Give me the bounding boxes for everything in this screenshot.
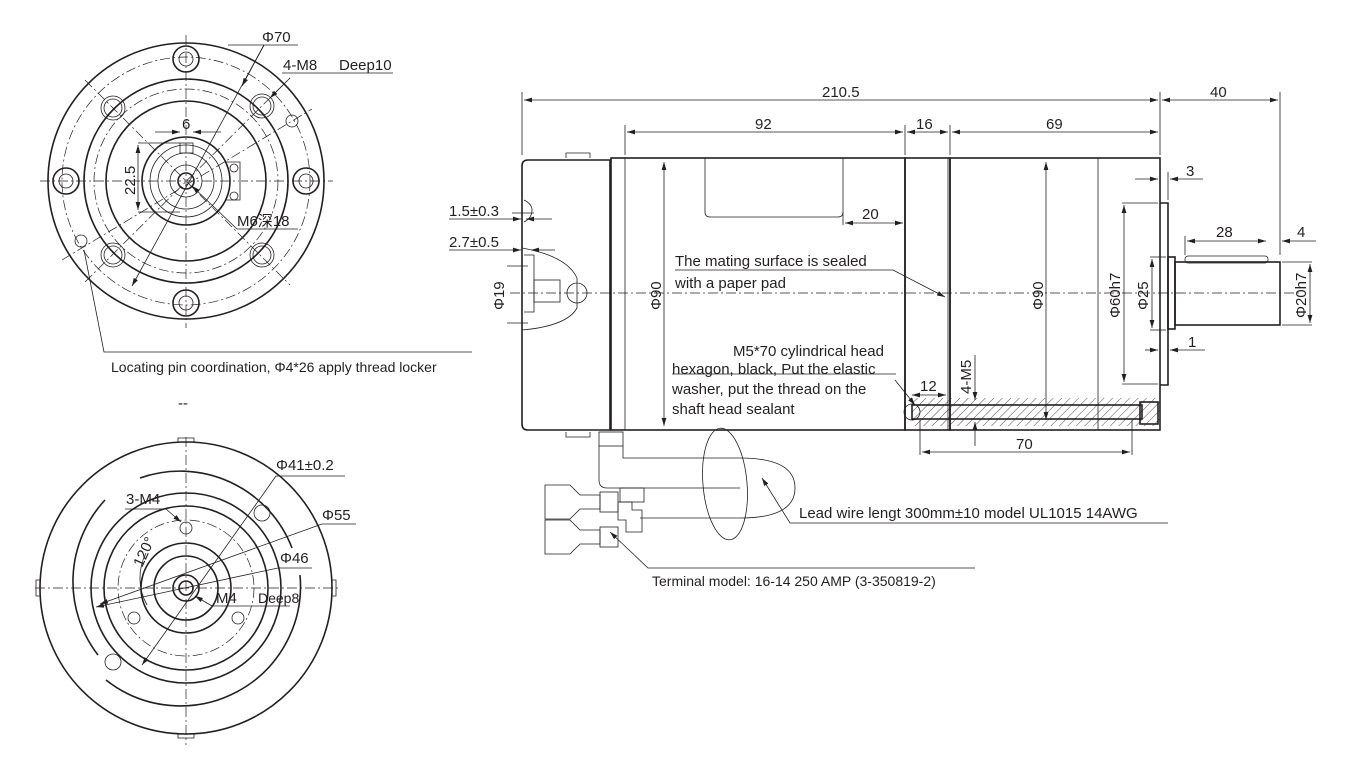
terminal-note: Terminal model: 16-14 250 AMP (3-350819-… [652,573,936,589]
screw-note-line-3: washer, put the thread on the [671,381,866,398]
dim-20-label: 20 [862,206,879,223]
tolerance-2-label: 2.7±0.5 [449,234,499,251]
seg-69-label: 69 [1046,116,1063,133]
separator: -- [178,395,188,412]
dia-60-label: Φ60h7 [1107,273,1124,318]
shaft-length-label: 40 [1210,84,1227,101]
angle-label: 120° [130,534,159,569]
center-depth-label: Deep8 [258,590,299,606]
dia-90-left-label: Φ90 [648,281,665,310]
dia-25-label: Φ25 [1135,281,1152,310]
bolt-holes [52,45,320,317]
side-view: 210.5 40 92 16 69 3 28 4 20 1.5±0.3 2.7±… [449,84,1316,589]
hub-1-label: 1 [1188,334,1196,351]
dia-90-right-label: Φ90 [1030,281,1047,310]
center-thread-label: M6深18 [237,213,290,230]
dia-55-label: Φ55 [322,507,351,524]
key-28-label: 28 [1216,224,1233,241]
dia-19-label: Φ19 [491,281,508,310]
tolerance-1-label: 1.5±0.3 [449,203,499,220]
seg-16-label: 16 [916,116,933,133]
seal-note-line-2: with a paper pad [674,275,786,292]
locating-pin-note: Locating pin coordination, Φ4*26 apply t… [111,359,437,375]
overall-length-label: 210.5 [822,84,860,101]
key-height-label: 22.5 [122,166,139,195]
dia-46-label: Φ46 [280,550,309,567]
screw-note-line-4: shaft head sealant [672,401,795,418]
dia-70-label: Φ70 [262,29,291,46]
lead-wire-note: Lead wire lengt 300mm±10 model UL1015 14… [799,505,1138,522]
holes-label: 3-M4 [126,491,160,508]
seal-note-line-1: The mating surface is sealed [675,253,867,270]
front-view: Φ70 4-M8 Deep10 6 22.5 M6深18 Locating pi… [40,29,472,412]
center-thread-label: M4 [216,590,237,607]
key-width-label: 6 [182,116,190,133]
thread-holes-label: 4-M8 [283,57,317,74]
seg-92-label: 92 [755,116,772,133]
dia-20-label: Φ20h7 [1293,273,1310,318]
rear-view: Φ41±0.2 3-M4 Φ55 120° Φ46 M4 Deep8 [35,437,356,745]
screw-note-line-2: hexagon, black, Put the elastic [672,361,876,378]
dia-41-label: Φ41±0.2 [276,457,334,474]
thread-depth-label: Deep10 [339,57,392,74]
key-offset-4-label: 4 [1297,224,1305,241]
dim-12-label: 12 [920,378,937,395]
screw-note-line-1: M5*70 cylindrical head [733,343,884,360]
screw-70-label: 70 [1016,436,1033,453]
screw-thread-label: 4-M5 [958,360,975,394]
flange-3-label: 3 [1186,163,1194,180]
